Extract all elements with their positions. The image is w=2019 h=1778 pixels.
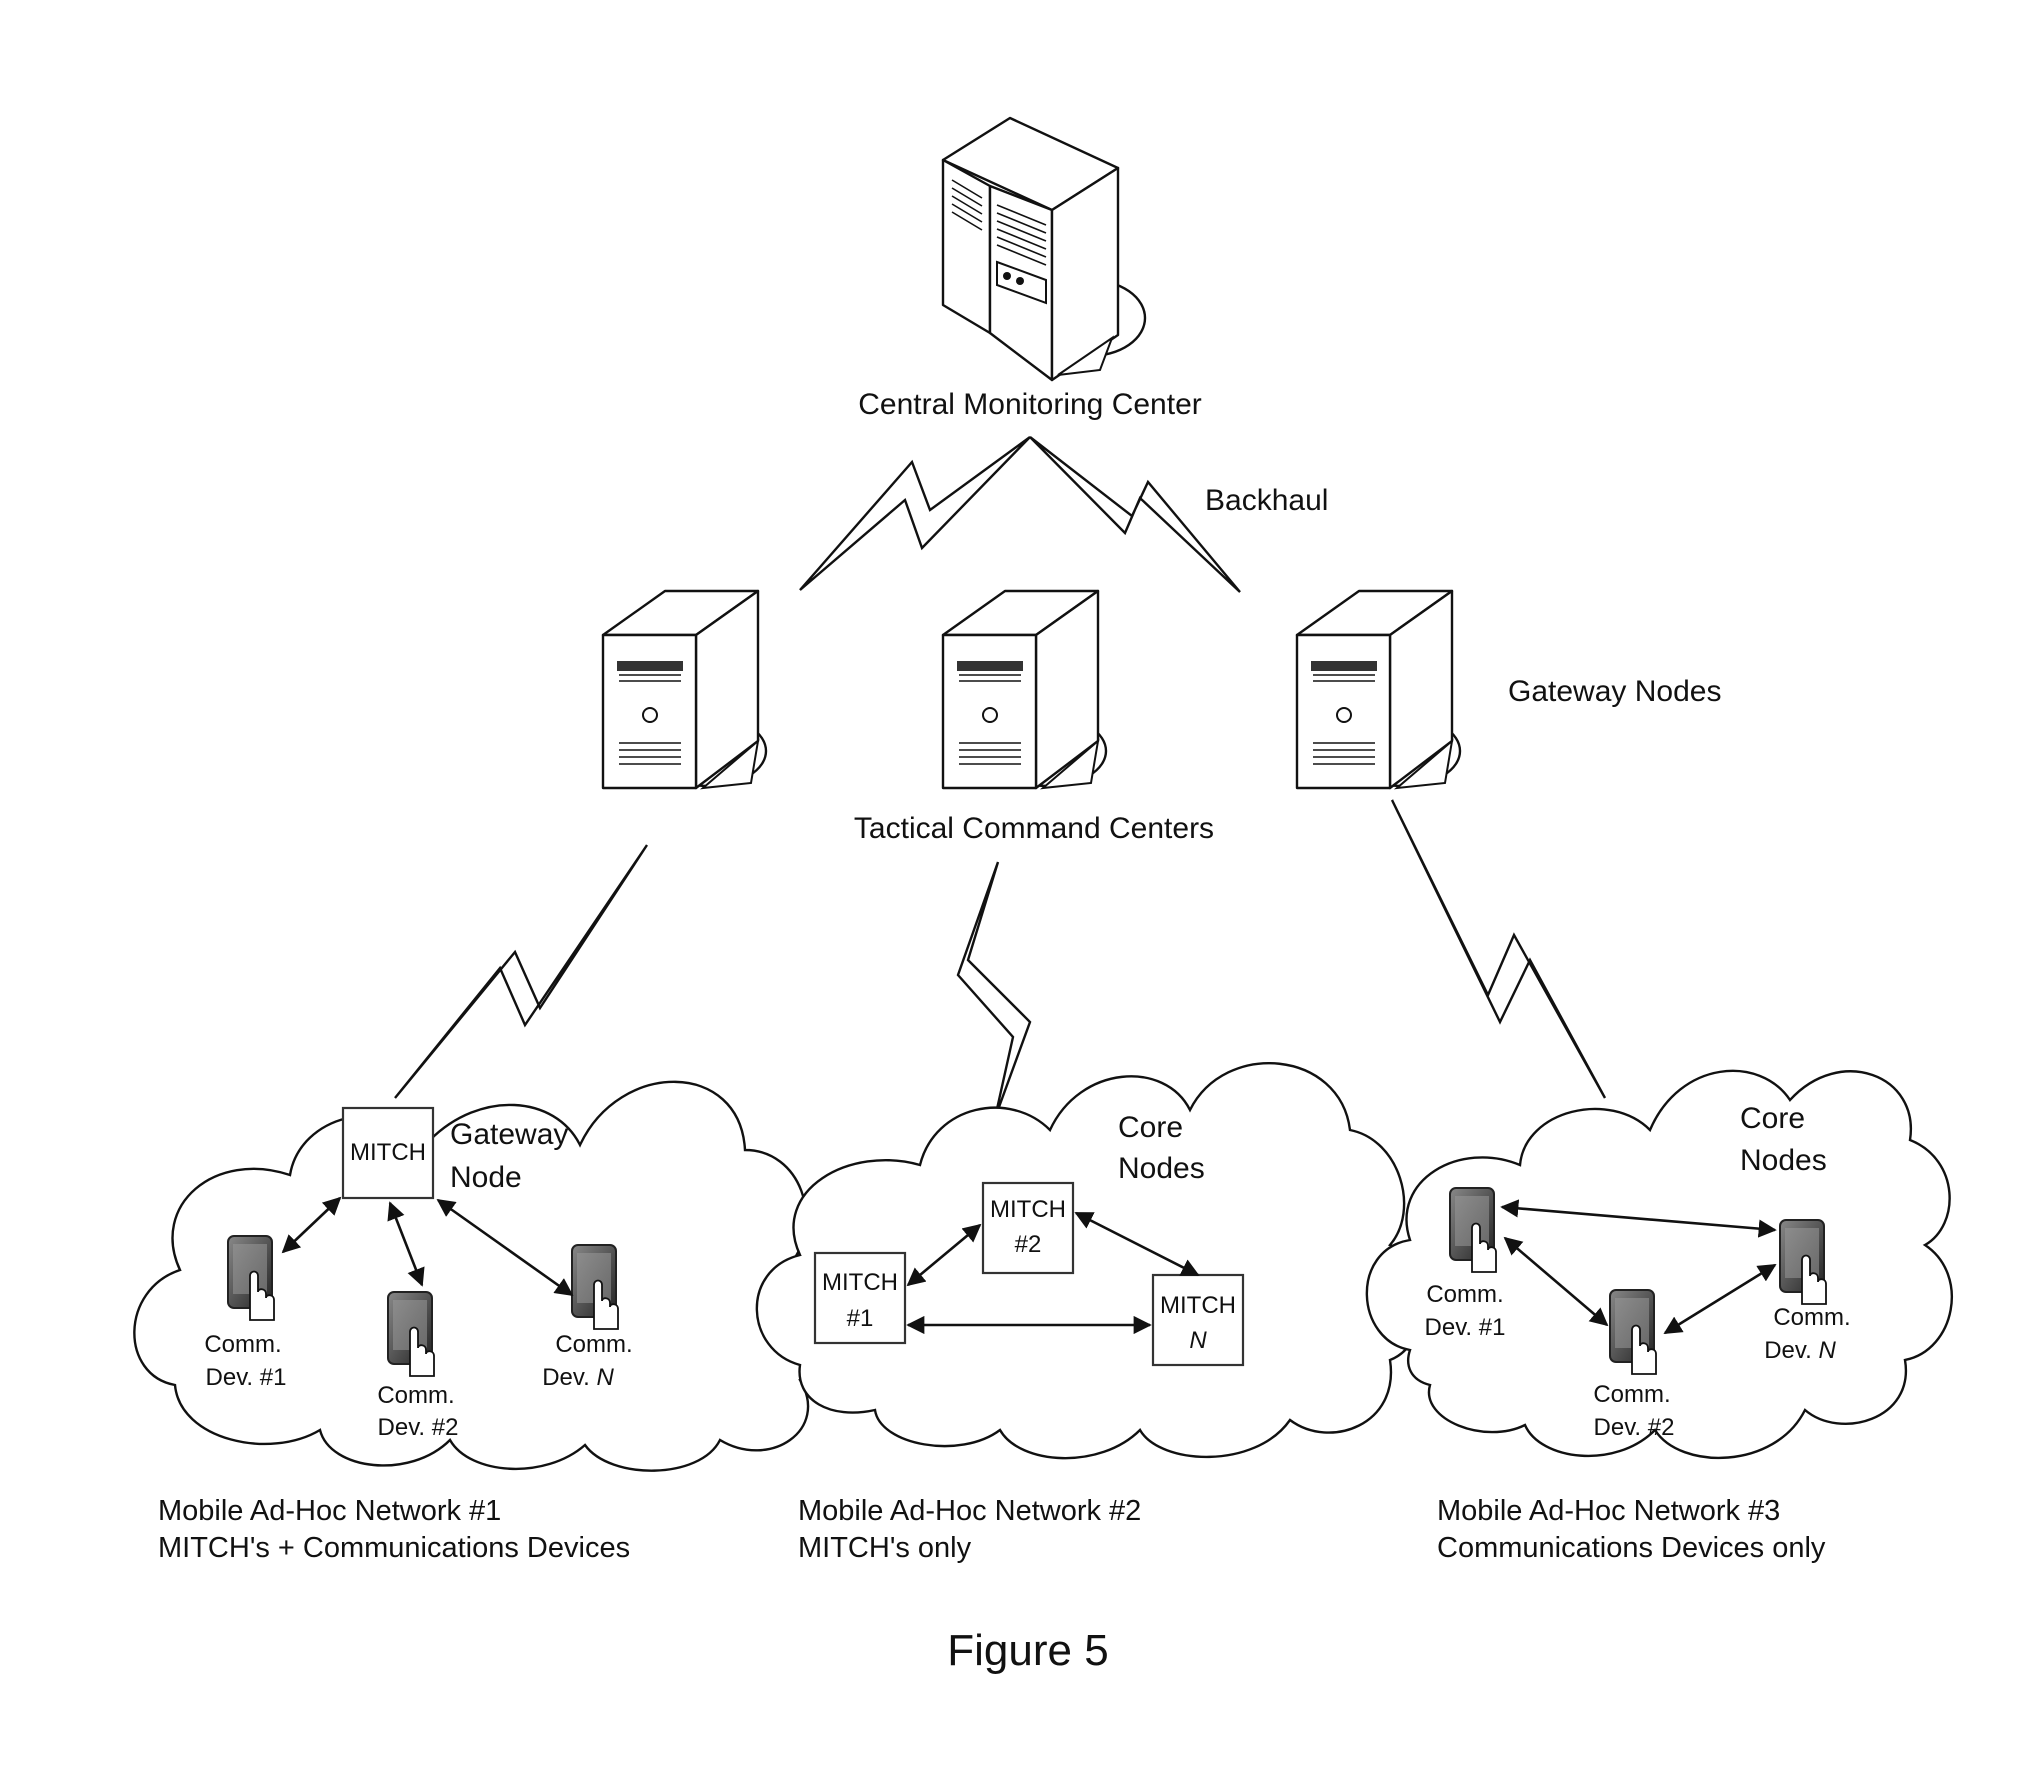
backhaul-label: Backhaul [1205,484,1328,517]
network-3-device-n-label-line1: Comm. [1773,1304,1850,1331]
link-network-1 [395,845,647,1098]
network-1-caption-line1: Mobile Ad-Hoc Network #1 [158,1495,501,1527]
network-2-mitch-1-label-line2: #1 [847,1305,874,1332]
network-1-device-n-prefix: Dev. [542,1364,590,1391]
gateway-nodes-label: Gateway Nodes [1508,675,1721,708]
network-3-device-1-label-line1: Comm. [1426,1281,1503,1308]
tactical-command-centers-label: Tactical Command Centers [854,812,1214,845]
network-2-mitch-1-label-line1: MITCH [822,1269,898,1296]
network-1-device-2-label-line2: Dev. #2 [378,1414,459,1441]
network-3-caption-line2: Communications Devices only [1437,1532,1826,1564]
network-3-device-n-prefix: Dev. [1764,1337,1812,1364]
network-3-device-1-icon [1450,1188,1496,1272]
link-network-2 [958,862,1030,1118]
network-3-core-label-line1: Core [1740,1102,1805,1135]
network-3-device-n-suffix: N [1818,1337,1836,1364]
network-2-mitch-n-label-line1: MITCH [1160,1292,1236,1319]
network-2-mitch-2-label-line1: MITCH [990,1196,1066,1223]
network-1-device-n-icon [572,1245,618,1329]
link-network-3 [1392,800,1605,1098]
network-3-device-2-label-line1: Comm. [1593,1381,1670,1408]
network-3-caption-line1: Mobile Ad-Hoc Network #3 [1437,1495,1780,1527]
network-1-device-1-label-line2: Dev. #1 [206,1364,287,1391]
gateway-server-1-icon [603,591,766,788]
network-1-gateway-label-line1: Gateway [450,1118,568,1151]
network-1-device-n-label-line2: Dev. N [542,1364,614,1391]
network-3-device-1-label-line2: Dev. #1 [1425,1314,1506,1341]
network-3-device-n-label-line2: Dev. N [1764,1337,1836,1364]
network-3-device-2-icon [1610,1290,1656,1374]
gateway-server-3-icon [1297,591,1460,788]
network-3-device-n-icon [1780,1220,1826,1304]
network-1-device-1-icon [228,1236,274,1320]
network-3-core-label-line2: Nodes [1740,1144,1827,1177]
network-2-caption-line1: Mobile Ad-Hoc Network #2 [798,1495,1141,1527]
central-monitoring-center-server-icon [943,118,1145,380]
network-1-mitch-label: MITCH [350,1139,426,1166]
network-3-device-2-label-line2: Dev. #2 [1594,1414,1675,1441]
network-1-device-2-label-line1: Comm. [377,1382,454,1409]
network-1-device-2-icon [388,1292,434,1376]
network-2-mitch-n-label-line2: N [1189,1327,1207,1354]
figure-label: Figure 5 [947,1626,1108,1675]
network-2-core-label-line1: Core [1118,1111,1183,1144]
network-2-core-label-line2: Nodes [1118,1152,1205,1185]
network-2-caption-line2: MITCH's only [798,1532,972,1564]
gateway-server-2-icon [943,591,1106,788]
network-1-device-n-suffix: N [596,1364,614,1391]
network-1-gateway-label-line2: Node [450,1161,522,1194]
network-1-device-1-label-line1: Comm. [204,1331,281,1358]
network-1-device-n-label-line1: Comm. [555,1331,632,1358]
central-monitoring-center-label: Central Monitoring Center [858,388,1202,421]
backhaul-link-left [800,437,1030,590]
network-2-mitch-2-label-line2: #2 [1015,1231,1042,1258]
network-1-caption-line2: MITCH's + Communications Devices [158,1532,630,1564]
